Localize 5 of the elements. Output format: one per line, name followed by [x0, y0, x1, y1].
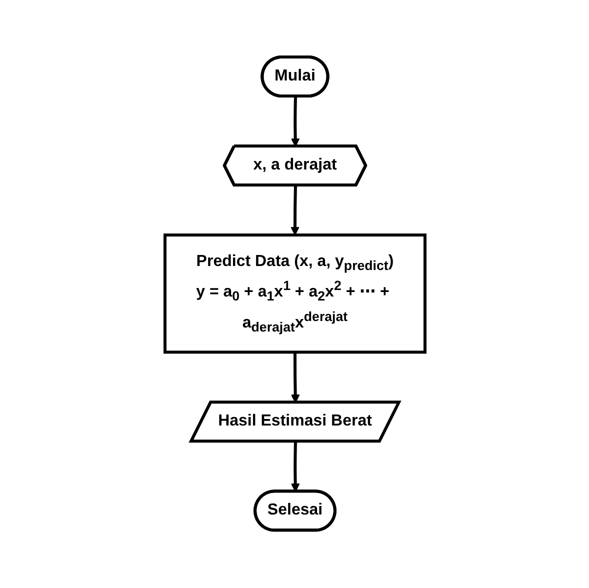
arrow [290, 442, 300, 492]
arrow [290, 186, 299, 236]
arrow [290, 352, 300, 404]
arrow [290, 96, 300, 148]
node-box: Predict Data (x, a, y$_{predict}$) y = a$_{0}$ + a$_{1}$x$^{1}$ + a$_{2}$x$^{2}$ + ⋯ + a$_{derajat}$x$^{derajat}$ [163, 234, 426, 354]
